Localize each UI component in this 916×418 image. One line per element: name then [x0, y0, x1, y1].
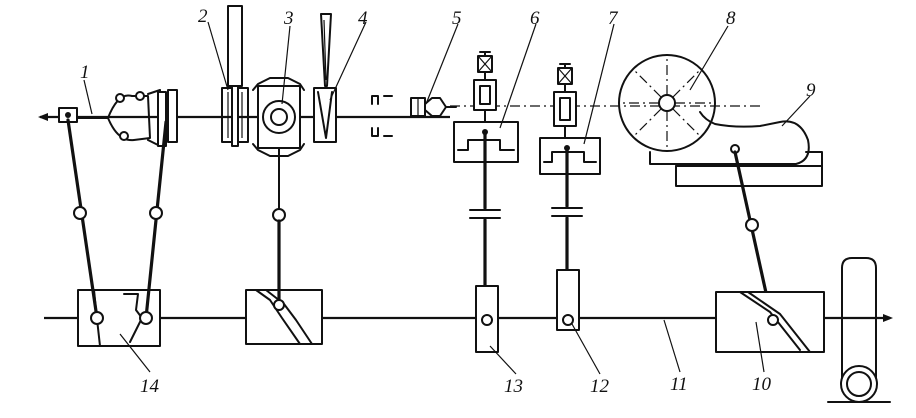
- component-13-slot-cam: [475, 285, 499, 353]
- shaft-coupling: [371, 95, 393, 137]
- callout-3: 3: [283, 8, 294, 29]
- callout-8: 8: [726, 8, 736, 29]
- upper-axis: [38, 105, 760, 121]
- component-1-collet-chuck: [58, 89, 178, 147]
- component-4-cone: [313, 13, 337, 143]
- callout-4: 4: [358, 8, 368, 29]
- callout-13: 13: [504, 376, 523, 397]
- drive-belt-pulley: [827, 257, 891, 403]
- component-2-pulley: [221, 5, 249, 147]
- component-6-spindle-head: [453, 51, 519, 288]
- callout-6: 6: [530, 8, 540, 29]
- component-12-slot-cam: [556, 269, 580, 331]
- callout-9: 9: [806, 80, 816, 101]
- callout-12: 12: [590, 376, 610, 397]
- component-9-carriage: [649, 111, 823, 322]
- component-8-wheel: [618, 54, 716, 152]
- callout-2: 2: [198, 6, 208, 27]
- callout-10: 10: [752, 374, 772, 395]
- leader-lines: [83, 21, 811, 375]
- component-7-spindle-head: [539, 63, 601, 276]
- component-3-bearing-block: [252, 77, 305, 216]
- callout-7: 7: [608, 8, 619, 29]
- callout-14: 14: [140, 376, 160, 397]
- callout-1: 1: [80, 62, 90, 83]
- callout-11: 11: [670, 374, 688, 395]
- component-10-cam: [715, 291, 825, 353]
- component-5-tool-holder: [410, 97, 457, 117]
- callout-labels: 1 2 3 4 5 6 7 8 9 10 11 12 13 14: [80, 6, 816, 397]
- cam-for-component-3: [245, 208, 323, 345]
- callout-5: 5: [452, 8, 462, 29]
- component-14-double-cam: [66, 118, 168, 347]
